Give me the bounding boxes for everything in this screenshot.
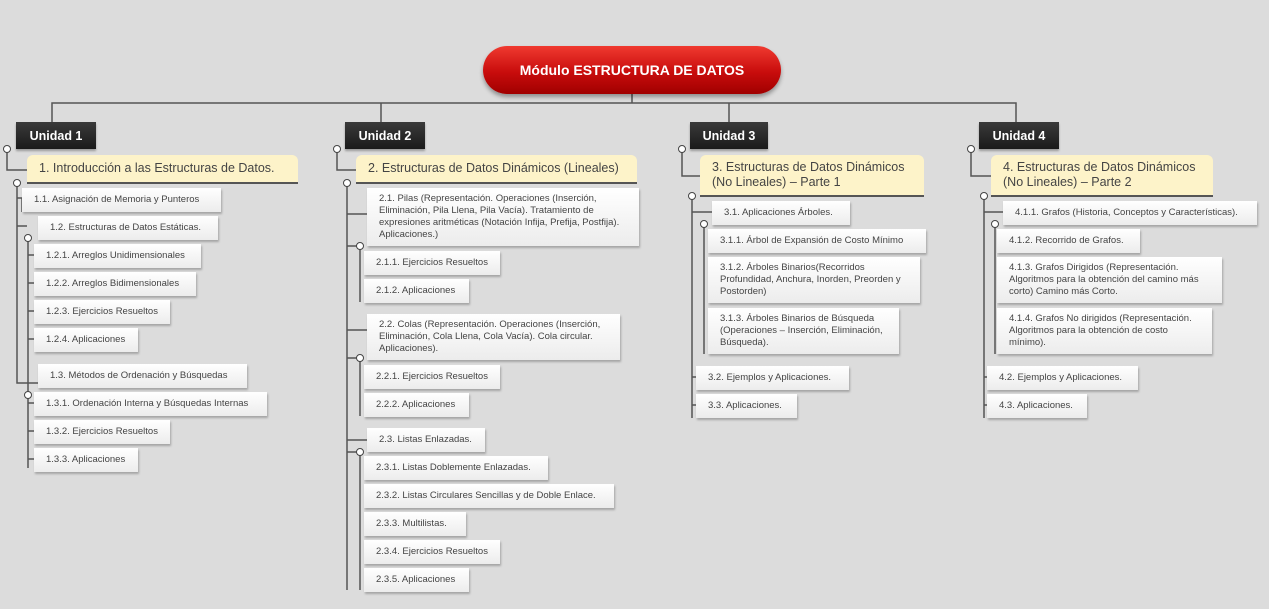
node-2-2-2[interactable]: 2.2.2. Aplicaciones xyxy=(364,393,469,417)
collapse-knob[interactable] xyxy=(3,145,11,153)
node-3-2[interactable]: 3.2. Ejemplos y Aplicaciones. xyxy=(696,366,849,390)
collapse-knob[interactable] xyxy=(991,220,999,228)
collapse-knob[interactable] xyxy=(356,242,364,250)
root-node[interactable]: Módulo ESTRUCTURA DE DATOS xyxy=(483,46,781,94)
node-3-1[interactable]: 3.1. Aplicaciones Árboles. xyxy=(712,201,850,225)
node-1-1[interactable]: 1.1. Asignación de Memoria y Punteros xyxy=(22,188,221,212)
collapse-knob[interactable] xyxy=(967,145,975,153)
collapse-knob[interactable] xyxy=(678,145,686,153)
node-4-3[interactable]: 4.3. Aplicaciones. xyxy=(987,394,1087,418)
unit-4-topic[interactable]: 4. Estructuras de Datos Dinámicos (No Li… xyxy=(991,155,1213,197)
node-1-3-1[interactable]: 1.3.1. Ordenación Interna y Búsquedas In… xyxy=(34,392,267,416)
unit-4-header[interactable]: Unidad 4 xyxy=(979,122,1059,149)
node-2-2[interactable]: 2.2. Colas (Representación. Operaciones … xyxy=(367,314,620,360)
node-1-2-2[interactable]: 1.2.2. Arreglos Bidimensionales xyxy=(34,272,196,296)
collapse-knob[interactable] xyxy=(356,354,364,362)
collapse-knob[interactable] xyxy=(13,179,21,187)
collapse-knob[interactable] xyxy=(343,179,351,187)
node-4-1-1[interactable]: 4.1.1. Grafos (Historia, Conceptos y Car… xyxy=(1003,201,1257,225)
node-1-3-3[interactable]: 1.3.3. Aplicaciones xyxy=(34,448,138,472)
node-1-2-4[interactable]: 1.2.4. Aplicaciones xyxy=(34,328,138,352)
collapse-knob[interactable] xyxy=(700,220,708,228)
root-label: Módulo ESTRUCTURA DE DATOS xyxy=(519,62,745,78)
node-4-1-3[interactable]: 4.1.3. Grafos Dirigidos (Representación.… xyxy=(997,257,1222,303)
node-3-1-1[interactable]: 3.1.1. Árbol de Expansión de Costo Mínim… xyxy=(708,229,926,253)
node-2-3-5[interactable]: 2.3.5. Aplicaciones xyxy=(364,568,469,592)
collapse-knob[interactable] xyxy=(24,391,32,399)
node-2-3[interactable]: 2.3. Listas Enlazadas. xyxy=(367,428,485,452)
unit-4-label: Unidad 4 xyxy=(992,128,1046,143)
unit-3-label: Unidad 3 xyxy=(702,128,756,143)
unit-1-label: Unidad 1 xyxy=(29,128,83,143)
node-1-2-1[interactable]: 1.2.1. Arreglos Unidimensionales xyxy=(34,244,201,268)
node-4-1-2[interactable]: 4.1.2. Recorrido de Grafos. xyxy=(997,229,1140,253)
node-2-3-2[interactable]: 2.3.2. Listas Circulares Sencillas y de … xyxy=(364,484,614,508)
node-1-3-2[interactable]: 1.3.2. Ejercicios Resueltos xyxy=(34,420,170,444)
unit-3-topic[interactable]: 3. Estructuras de Datos Dinámicos (No Li… xyxy=(700,155,924,197)
node-2-1-1[interactable]: 2.1.1. Ejercicios Resueltos xyxy=(364,251,500,275)
node-2-3-4[interactable]: 2.3.4. Ejercicios Resueltos xyxy=(364,540,500,564)
collapse-knob[interactable] xyxy=(333,145,341,153)
unit-2-label: Unidad 2 xyxy=(358,128,412,143)
node-1-2[interactable]: 1.2. Estructuras de Datos Estáticas. xyxy=(38,216,218,240)
node-3-1-3[interactable]: 3.1.3. Árboles Binarios de Búsqueda (Ope… xyxy=(708,308,899,354)
unit-2-header[interactable]: Unidad 2 xyxy=(345,122,425,149)
node-4-2[interactable]: 4.2. Ejemplos y Aplicaciones. xyxy=(987,366,1138,390)
collapse-knob[interactable] xyxy=(356,448,364,456)
collapse-knob[interactable] xyxy=(24,234,32,242)
node-1-2-3[interactable]: 1.2.3. Ejercicios Resueltos xyxy=(34,300,170,324)
node-2-1[interactable]: 2.1. Pilas (Representación. Operaciones … xyxy=(367,188,639,246)
unit-1-header[interactable]: Unidad 1 xyxy=(16,122,96,149)
node-2-2-1[interactable]: 2.2.1. Ejercicios Resueltos xyxy=(364,365,500,389)
collapse-knob[interactable] xyxy=(980,192,988,200)
node-1-3[interactable]: 1.3. Métodos de Ordenación y Búsquedas xyxy=(38,364,247,388)
unit-1-topic[interactable]: 1. Introducción a las Estructuras de Dat… xyxy=(27,155,298,184)
node-2-3-1[interactable]: 2.3.1. Listas Doblemente Enlazadas. xyxy=(364,456,548,480)
node-2-1-2[interactable]: 2.1.2. Aplicaciones xyxy=(364,279,469,303)
collapse-knob[interactable] xyxy=(688,192,696,200)
node-2-3-3[interactable]: 2.3.3. Multilistas. xyxy=(364,512,466,536)
node-4-1-4[interactable]: 4.1.4. Grafos No dirigidos (Representaci… xyxy=(997,308,1212,354)
node-3-3[interactable]: 3.3. Aplicaciones. xyxy=(696,394,797,418)
node-3-1-2[interactable]: 3.1.2. Árboles Binarios(Recorridos Profu… xyxy=(708,257,920,303)
unit-2-topic[interactable]: 2. Estructuras de Datos Dinámicos (Linea… xyxy=(356,155,637,184)
unit-3-header[interactable]: Unidad 3 xyxy=(690,122,768,149)
